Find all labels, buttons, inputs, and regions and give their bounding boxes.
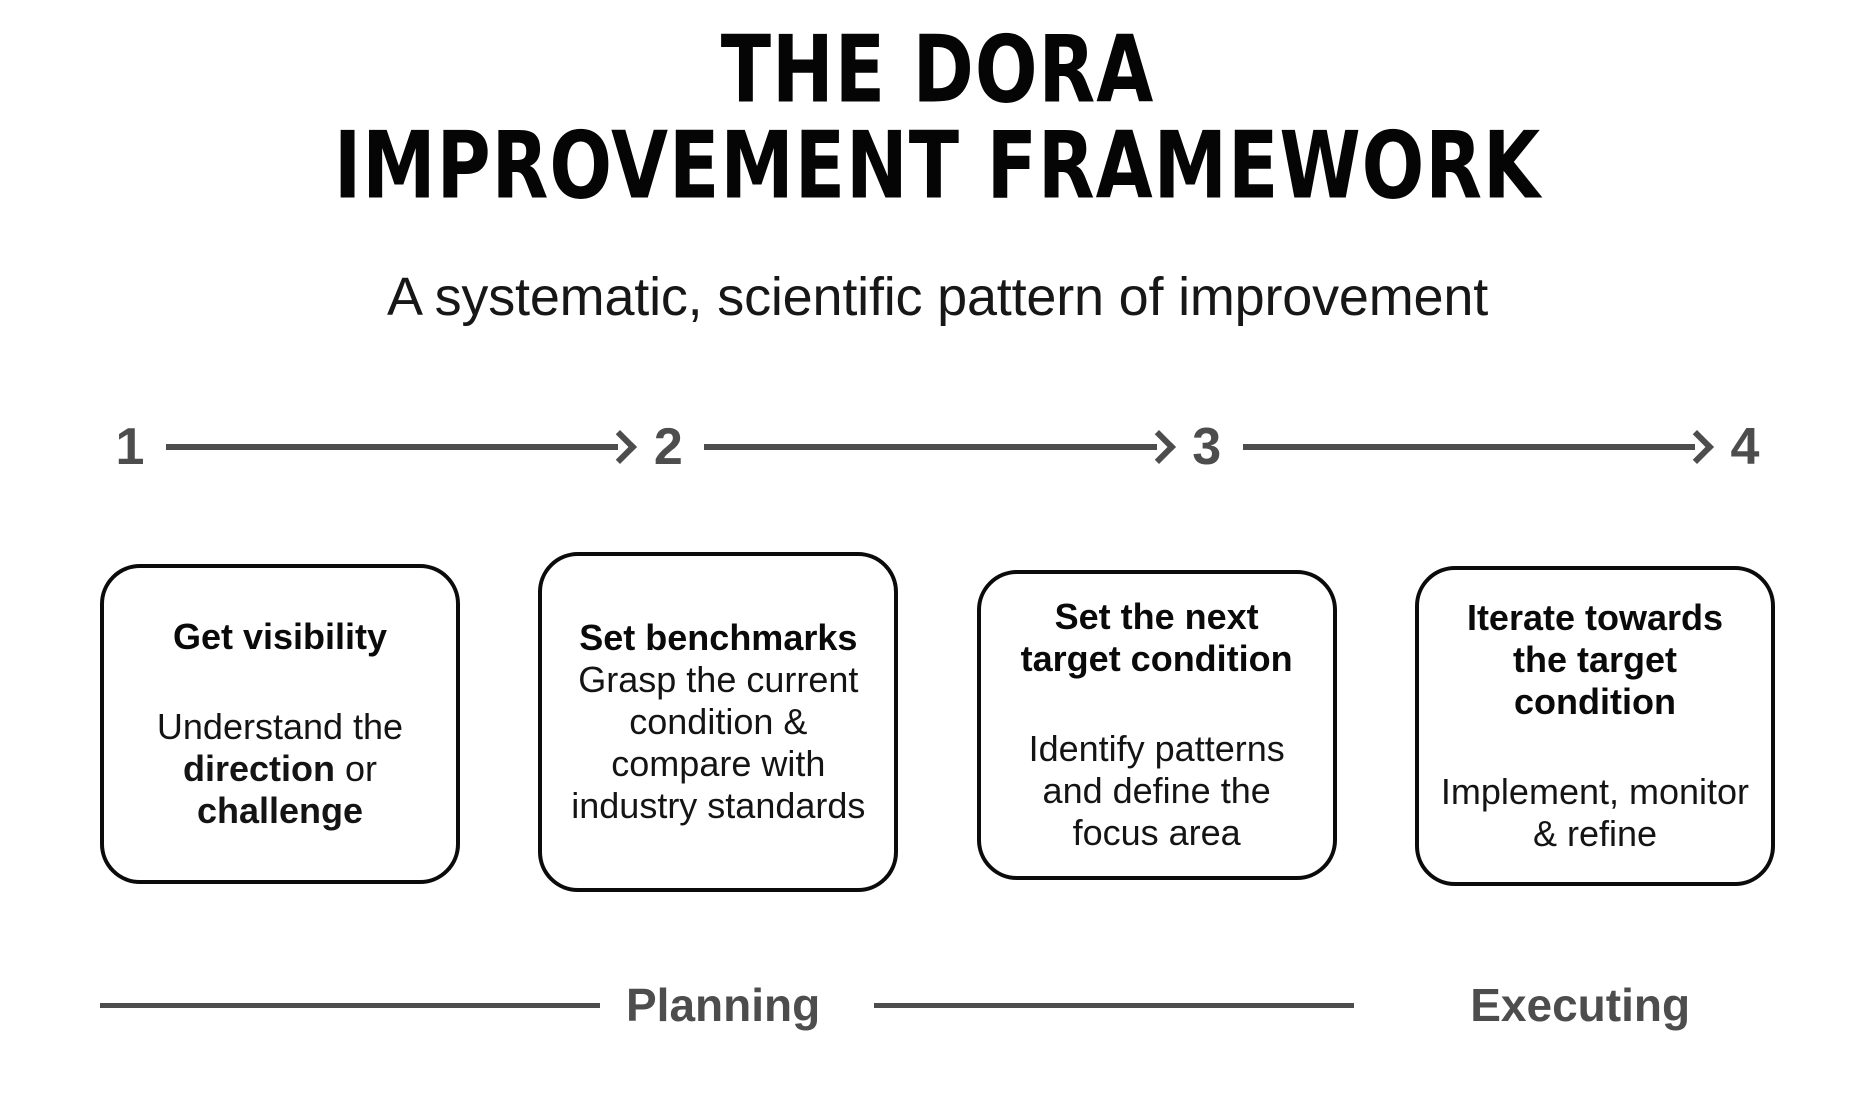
step-card-3: Set the next target condition Identify p… <box>976 570 1337 880</box>
arrow-shaft <box>704 444 1157 450</box>
step-number-4: 4 <box>1730 418 1760 476</box>
arrow-shaft <box>166 444 619 450</box>
arrow-head <box>1141 430 1176 464</box>
step-card-1: Get visibility Understand the direction … <box>100 564 460 884</box>
body-text-prefix: Understand the <box>156 705 404 747</box>
step-number-3: 3 <box>1192 418 1222 476</box>
page-title: THE DORA IMPROVEMENT FRAMEWORK <box>0 15 1875 215</box>
step-sequence: 1 2 3 4 <box>100 412 1775 482</box>
arrow-shaft <box>1242 444 1695 450</box>
arrow-head <box>1680 430 1714 464</box>
phase-rule-right <box>874 1002 1355 1008</box>
phase-rule-left <box>100 1002 600 1008</box>
arrow-right-icon-3 <box>1242 430 1714 464</box>
title-line-2: IMPROVEMENT FRAMEWORK <box>333 111 1542 220</box>
phase-bar: Planning Executing <box>100 975 1775 1035</box>
arrow-right-icon-1 <box>166 430 638 464</box>
arrow-right-icon-2 <box>704 430 1176 464</box>
body-text-middle: or <box>335 748 378 789</box>
title-line-1: THE DORA <box>720 15 1155 124</box>
body-text-bold-2: challenge <box>196 790 364 832</box>
step-card-3-body: Identify patterns and define the focus a… <box>1028 727 1285 853</box>
arrow-head <box>603 430 638 464</box>
step-card-2-body: Grasp the current condition & compare wi… <box>571 658 866 827</box>
step-card-2: Set benchmarks Grasp the current conditi… <box>538 552 899 892</box>
step-card-1-body: Understand the direction or challenge <box>124 706 436 832</box>
phase-label-executing: Executing <box>1470 979 1691 1031</box>
step-card-1-title: Get visibility <box>172 615 388 657</box>
step-card-3-title: Set the next target condition <box>1020 596 1293 680</box>
phase-label-planning: Planning <box>626 979 821 1031</box>
page-subtitle: A systematic, scientific pattern of impr… <box>386 267 1489 327</box>
step-number-2: 2 <box>653 418 683 476</box>
step-card-2-title: Set benchmarks <box>579 616 858 658</box>
step-number-1: 1 <box>115 418 145 476</box>
step-card-4-body: Implement, monitor & refine <box>1440 771 1750 855</box>
step-card-4: Iterate towards the target condition Imp… <box>1414 566 1775 886</box>
step-card-4-title: Iterate towards the target condition <box>1466 596 1724 722</box>
step-card-list: Get visibility Understand the direction … <box>100 552 1775 912</box>
body-text-bold-1: direction <box>182 748 335 789</box>
